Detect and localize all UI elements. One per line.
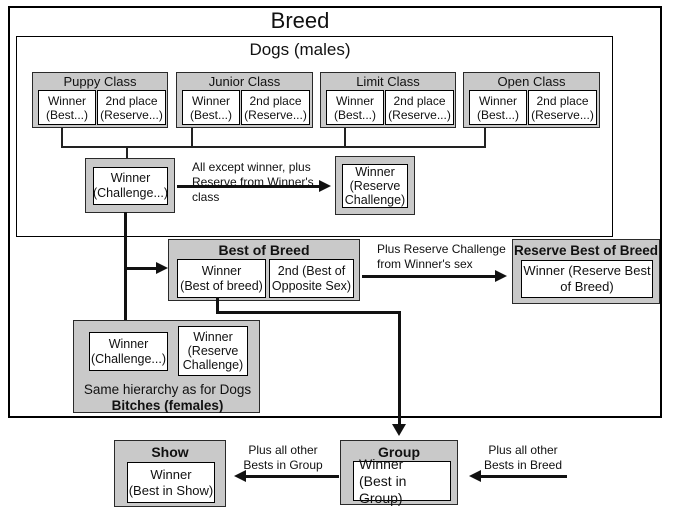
class-winner-box: Winner (Best...) (38, 90, 96, 125)
dogs-reserve-challenge-box: Winner (Reserve Challenge) (335, 156, 415, 215)
class-second-box: 2nd place (Reserve...) (241, 90, 310, 125)
best-of-breed-box: Best of Breed Winner (Best of breed) 2nd… (168, 239, 360, 301)
reserve-best-of-breed-winner-box: Winner (Reserve Best of Breed) (521, 260, 653, 298)
connector-bob-horizontal (216, 311, 400, 314)
arrow-into-group-line (481, 475, 567, 478)
class-second-box: 2nd place (Reserve...) (528, 90, 597, 125)
dogs-challenge-winner-box: Winner (Challenge...) (85, 158, 175, 213)
connector-drop-junior (191, 128, 193, 147)
class-second-box: 2nd place (Reserve...) (385, 90, 454, 125)
arrow-to-best-of-breed-head (156, 262, 168, 274)
class-winner-box: Winner (Best...) (326, 90, 384, 125)
group-title: Group (378, 444, 420, 460)
best-of-breed-second-box: 2nd (Best of Opposite Sex) (269, 259, 354, 298)
connector-drop-limit (344, 128, 346, 147)
reserve-best-of-breed-box: Reserve Best of Breed Winner (Reserve Be… (512, 239, 660, 304)
show-title: Show (151, 444, 189, 460)
connector-drop-open (484, 128, 486, 147)
group-box: Group Winner (Best in Group) (340, 440, 458, 506)
bitches-challenge-winner-box: Winner (Challenge...) (89, 332, 168, 371)
class-box-junior: Junior Class Winner (Best...) 2nd place … (176, 72, 313, 128)
arrow-to-best-of-breed-line (125, 267, 156, 270)
dogs-challenge-winner-text: Winner (Challenge...) (93, 167, 168, 205)
class-title: Open Class (497, 74, 566, 89)
class-winner-box: Winner (Best...) (182, 90, 240, 125)
class-box-limit: Limit Class Winner (Best...) 2nd place (… (320, 72, 456, 128)
best-of-breed-winner-box: Winner (Best of breed) (177, 259, 266, 298)
class-winner-box: Winner (Best...) (469, 90, 527, 125)
connector-horizontal-bus (61, 146, 486, 148)
breed-title: Breed (270, 8, 330, 33)
arrow-group-to-show-head (234, 470, 246, 482)
show-winner-box: Winner (Best in Show) (127, 462, 215, 503)
class-box-open: Open Class Winner (Best...) 2nd place (R… (463, 72, 600, 128)
reserve-best-of-breed-title: Reserve Best of Breed (513, 243, 659, 258)
arrow-into-group-head (469, 470, 481, 482)
arrow-group-to-show-line (246, 475, 339, 478)
into-group-label: Plus all other Bests in Breed (483, 443, 563, 472)
class-box-puppy: Puppy Class Winner (Best...) 2nd place (… (32, 72, 168, 128)
class-title: Junior Class (208, 74, 281, 89)
arrow-bob-to-reserve-head (495, 270, 507, 282)
group-winner-box: Winner (Best in Group) (353, 456, 451, 506)
connector-bob-to-group (398, 311, 401, 424)
bitches-reserve-challenge-box: Winner (Reserve Challenge) (178, 326, 248, 376)
challenge-arrow-label: All except winner, plus Reserve from Win… (192, 160, 314, 204)
connector-bob-down (216, 297, 219, 313)
arrow-to-group-down-head (392, 424, 406, 436)
dogs-males-title: Dogs (males) (249, 40, 351, 59)
reserve-bob-arrow-label: Plus Reserve Challenge from Winner's sex (377, 242, 506, 271)
class-title: Puppy Class (63, 74, 137, 89)
bitches-title: Bitches (females) (111, 398, 224, 413)
bitches-note: Same hierarchy as for Dogs (83, 382, 252, 397)
connector-challenge-to-bitches (124, 212, 127, 320)
show-box: Show Winner (Best in Show) (114, 440, 226, 507)
arrow-challenge-to-reserve-line (177, 185, 319, 188)
dogs-reserve-challenge-text: Winner (Reserve Challenge) (342, 164, 408, 208)
arrow-bob-to-reserve-line (362, 275, 495, 278)
class-second-box: 2nd place (Reserve...) (97, 90, 166, 125)
bitches-box: Winner (Challenge...) Winner (Reserve Ch… (73, 320, 260, 413)
best-of-breed-title: Best of Breed (218, 242, 310, 258)
connector-drop-to-challenge (126, 146, 128, 158)
class-title: Limit Class (356, 74, 420, 89)
arrow-challenge-to-reserve-head (319, 180, 331, 192)
connector-drop-puppy (61, 128, 63, 147)
group-to-show-label: Plus all other Bests in Group (243, 443, 323, 472)
